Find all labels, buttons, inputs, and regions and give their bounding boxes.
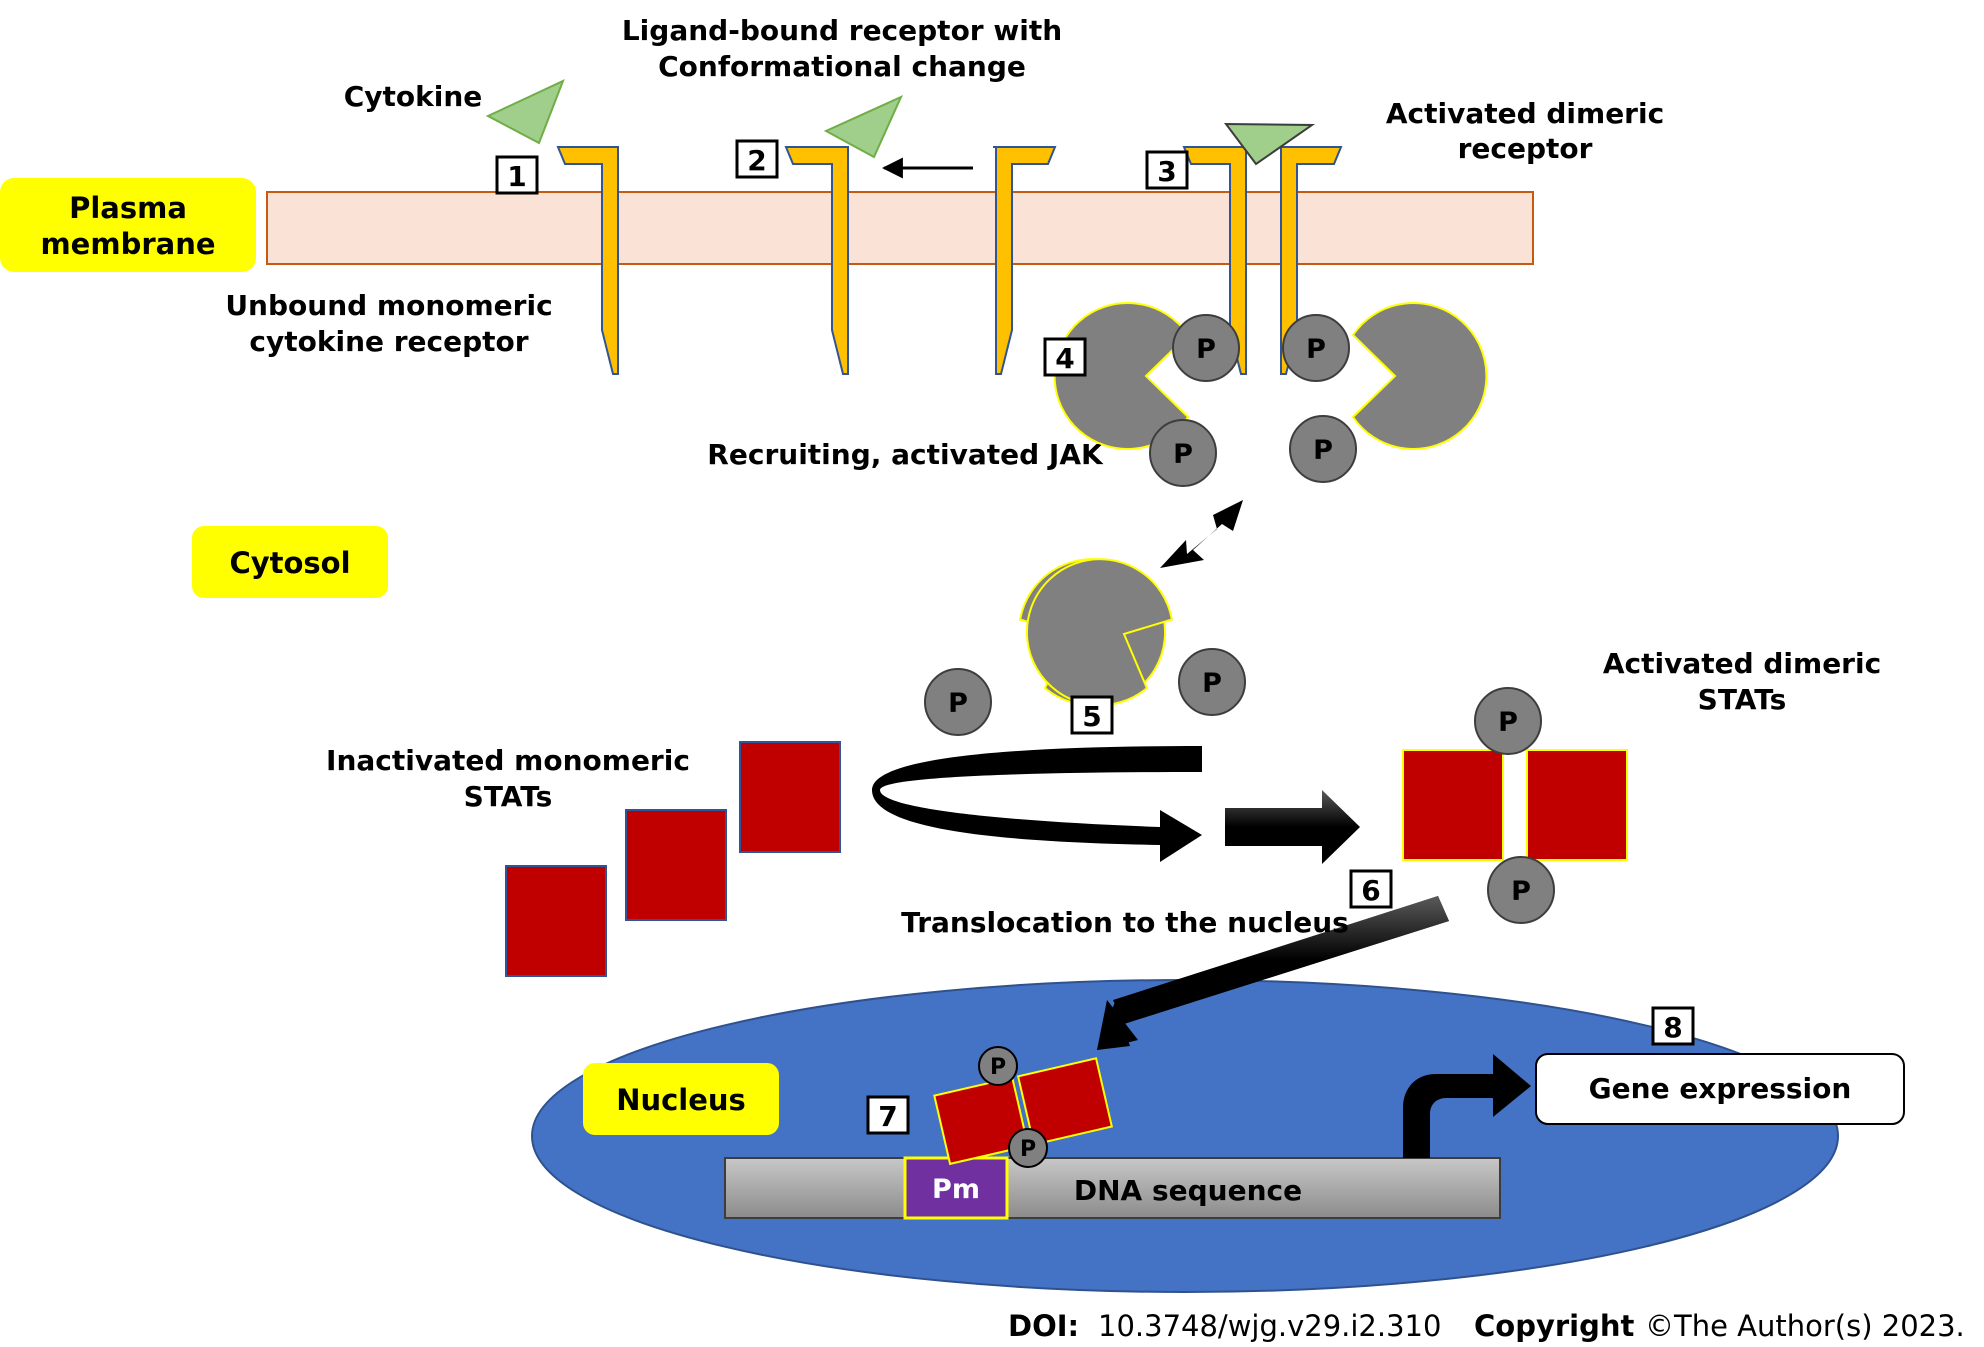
activation-arrow — [1225, 790, 1360, 864]
translocation-arrow-head — [1097, 1000, 1138, 1050]
stat-monomer-3 — [505, 865, 607, 977]
stat-monomer-2 — [625, 809, 727, 921]
activated-stats-label-line1: Activated dimeric — [1603, 647, 1881, 680]
transcription-arrow — [1403, 1054, 1531, 1158]
svg-text:P: P — [1196, 334, 1216, 365]
nucleus-tag: Nucleus — [583, 1063, 779, 1135]
translocation-label: Translocation to the nucleus — [901, 906, 1349, 939]
gene-expression-label: Gene expression — [1589, 1072, 1852, 1105]
svg-text:4: 4 — [1055, 342, 1074, 375]
cytokine-free — [485, 79, 565, 145]
svg-text:P: P — [948, 688, 968, 719]
nucleus-label: Nucleus — [616, 1083, 746, 1117]
plasma-membrane-label-line1: Plasma — [69, 191, 187, 225]
gene-expression-box: Gene expression — [1535, 1053, 1905, 1125]
plasma-membrane — [266, 191, 1534, 265]
svg-text:3: 3 — [1157, 155, 1176, 188]
stat-dimer-left — [1402, 749, 1504, 861]
phosphate-lower-1: P — [924, 668, 992, 736]
translocation-arrow-shaft — [1113, 896, 1449, 1024]
jak-right — [1351, 302, 1488, 450]
svg-text:P: P — [1498, 707, 1518, 738]
phosphate-bound-top: P — [978, 1046, 1018, 1086]
activated-stats-label-line2: STATs — [1698, 683, 1787, 716]
step-1-badge: 1 — [495, 155, 539, 195]
cytokine-bound — [823, 94, 903, 159]
svg-text:P: P — [1173, 439, 1193, 470]
cytokine-dimer — [1223, 122, 1316, 166]
activated-receptor-label-line2: receptor — [1458, 132, 1593, 165]
dna-sequence — [724, 1157, 1501, 1219]
doi-value: 10.3748/wjg.v29.i2.310 — [1098, 1309, 1441, 1342]
svg-text:P: P — [1306, 334, 1326, 365]
jak-exchange-arrow — [1160, 500, 1243, 568]
svg-text:1: 1 — [507, 160, 526, 193]
ligand-bound-label-line1: Ligand-bound receptor with — [622, 14, 1062, 47]
promoter-label: Pm — [932, 1174, 980, 1205]
phosphate-jak-2: P — [1282, 314, 1350, 382]
svg-text:P: P — [1020, 1137, 1036, 1162]
footer-citation: DOI: 10.3748/wjg.v29.i2.310 Copyright ©T… — [1008, 1309, 1965, 1343]
phosphate-lower-2: P — [1178, 648, 1246, 716]
stat-dimer-right — [1526, 749, 1628, 861]
receptor-monomer-right — [993, 146, 1057, 375]
svg-text:6: 6 — [1361, 874, 1380, 907]
nucleus — [531, 979, 1839, 1293]
phosphate-stat-bottom: P — [1487, 856, 1555, 924]
step-4-badge: 4 — [1043, 337, 1087, 377]
plasma-membrane-label-line2: membrane — [40, 227, 215, 261]
svg-text:7: 7 — [878, 1100, 897, 1133]
svg-text:P: P — [990, 1055, 1006, 1080]
phosphate-jak-4: P — [1289, 415, 1357, 483]
unbound-receptor-label-line1: Unbound monomeric — [225, 289, 552, 322]
dna-sequence-label: DNA sequence — [1074, 1174, 1302, 1207]
svg-text:5: 5 — [1082, 700, 1101, 733]
phosphate-jak-1: P — [1172, 314, 1240, 382]
svg-text:P: P — [1511, 876, 1531, 907]
phosphate-bound-bottom: P — [1008, 1128, 1048, 1168]
svg-text:P: P — [1202, 668, 1222, 699]
cytosol-tag: Cytosol — [192, 526, 388, 598]
copyright-value: ©The Author(s) 2023. — [1645, 1309, 1965, 1342]
plasma-membrane-tag: Plasma membrane — [0, 178, 256, 272]
receptor-ligand-bound — [784, 146, 849, 375]
phosphate-jak-3: P — [1149, 419, 1217, 487]
receptor-unbound — [556, 146, 619, 375]
step-5-badge: 5 — [1070, 695, 1114, 735]
recruiting-jak-label: Recruiting, activated JAK — [707, 438, 1104, 471]
cytosol-label: Cytosol — [229, 546, 350, 580]
doi-label: DOI: — [1008, 1309, 1079, 1342]
unbound-receptor-label-line2: cytokine receptor — [249, 325, 528, 358]
phosphorylation-loop-arrow — [872, 746, 1202, 862]
step-8-badge: 8 — [1651, 1006, 1695, 1046]
svg-text:2: 2 — [747, 144, 766, 177]
stat-monomer-1 — [739, 741, 841, 853]
inactivated-stats-label-line2: STATs — [464, 780, 553, 813]
copyright-label: Copyright — [1474, 1309, 1635, 1342]
phosphate-stat-top: P — [1474, 687, 1542, 755]
ligand-bound-label-line2: Conformational change — [658, 50, 1026, 83]
step-7-badge: 7 — [866, 1095, 910, 1135]
cytokine-label: Cytokine — [344, 80, 483, 113]
step-3-badge: 3 — [1145, 150, 1189, 190]
svg-text:P: P — [1313, 435, 1333, 466]
stat-dimer-bound — [933, 1057, 1114, 1166]
step-2-badge: 2 — [735, 139, 779, 179]
inactivated-stats-label-line1: Inactivated monomeric — [326, 744, 690, 777]
svg-text:8: 8 — [1663, 1011, 1682, 1044]
activated-receptor-label-line1: Activated dimeric — [1386, 97, 1664, 130]
step-6-badge: 6 — [1349, 869, 1393, 909]
